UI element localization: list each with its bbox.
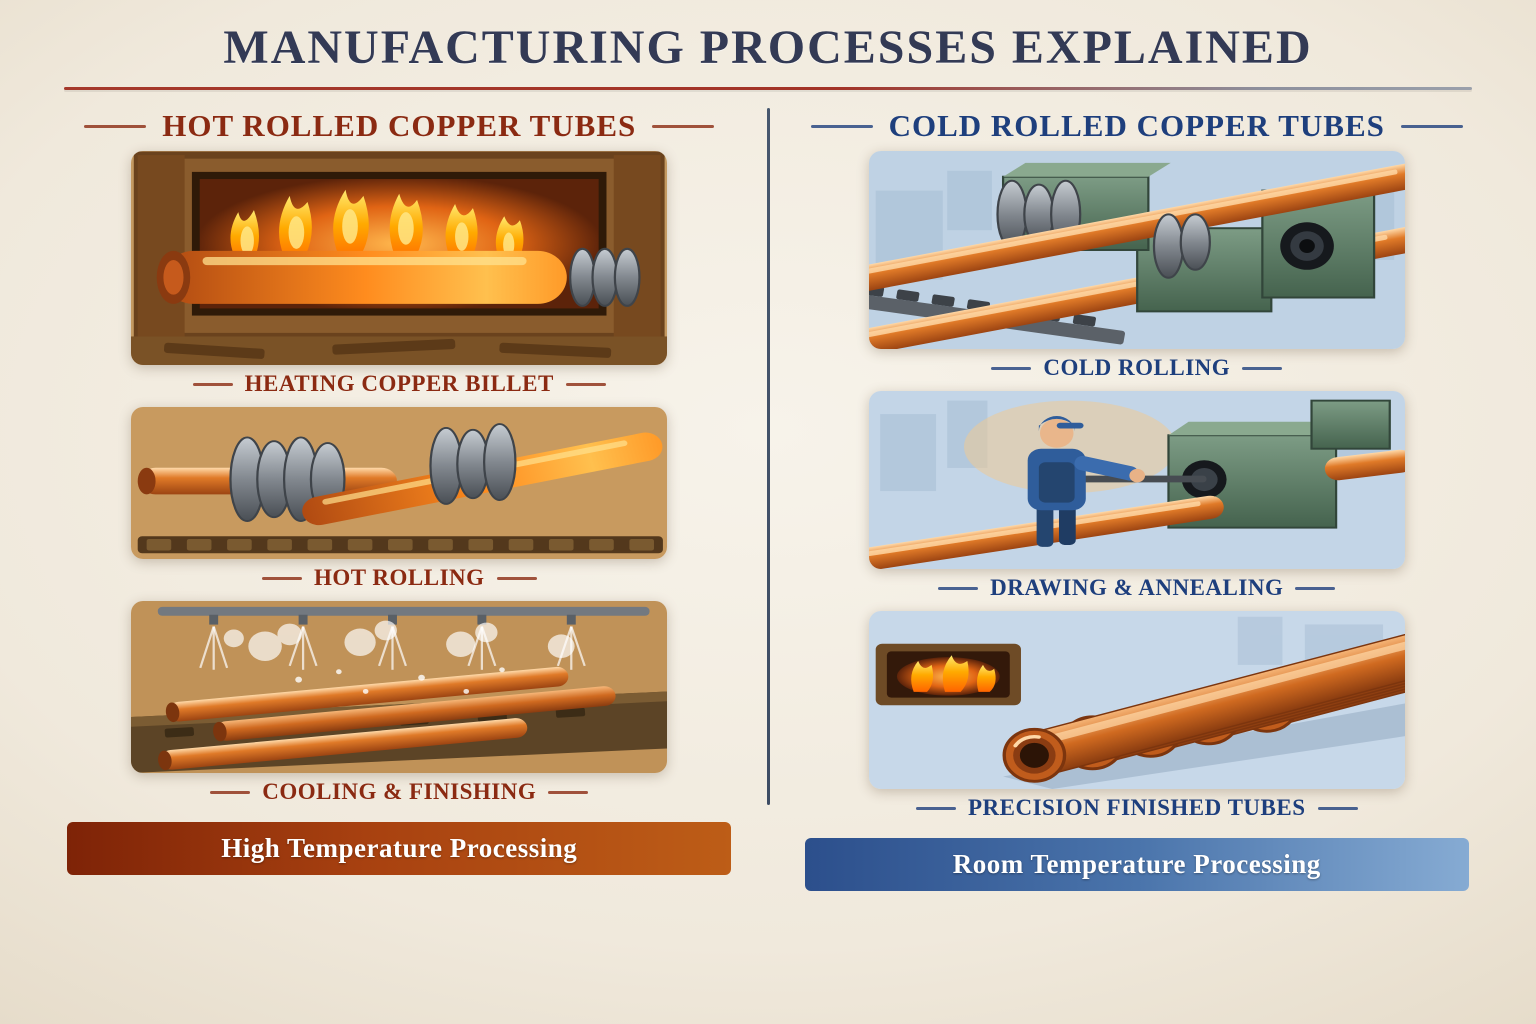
- cold-banner-text: Room Temperature Processing: [952, 849, 1321, 879]
- hot-rolled-column: HOT ROLLED COPPER TUBES: [56, 98, 743, 891]
- cold-column-heading: COLD ROLLED COPPER TUBES: [810, 108, 1463, 144]
- caption-dash: [261, 576, 302, 580]
- comparison-columns: HOT ROLLED COPPER TUBES: [0, 90, 1536, 891]
- step-caption: DRAWING & ANNEALING: [938, 575, 1336, 601]
- finished-tubes-illustration: [868, 611, 1405, 789]
- cold-rolled-column: COLD ROLLED COPPER TUBES: [794, 98, 1481, 891]
- title-underline-rule: [64, 87, 1472, 90]
- step-caption-text: HOT ROLLING: [313, 565, 485, 590]
- caption-dash: [565, 382, 606, 386]
- cooling-finishing-illustration: [131, 601, 668, 773]
- column-divider: [766, 108, 770, 805]
- caption-dash: [1242, 366, 1283, 370]
- step-caption-text: COLD ROLLING: [1043, 355, 1231, 380]
- caption-dash: [1295, 586, 1336, 590]
- caption-dash: [192, 382, 233, 386]
- hot-banner-text: High Temperature Processing: [221, 833, 578, 863]
- step-caption-text: COOLING & FINISHING: [262, 779, 537, 804]
- cold-banner: Room Temperature Processing: [804, 838, 1469, 891]
- cold-rolling-illustration: [868, 151, 1405, 349]
- heading-dash: [652, 124, 715, 128]
- caption-dash: [915, 806, 956, 810]
- caption-dash: [496, 576, 537, 580]
- step-caption-text: HEATING COPPER BILLET: [244, 371, 554, 396]
- page-title: MANUFACTURING PROCESSES EXPLAINED: [223, 21, 1313, 74]
- hot-banner: High Temperature Processing: [67, 822, 732, 875]
- heading-dash: [810, 124, 873, 128]
- caption-dash: [938, 586, 979, 590]
- furnace-heating-illustration: [131, 151, 668, 365]
- step-caption: HOT ROLLING: [261, 565, 537, 591]
- caption-dash: [210, 790, 251, 794]
- hot-rolling-illustration: [131, 407, 668, 559]
- caption-dash: [548, 790, 589, 794]
- cold-column-heading-text: COLD ROLLED COPPER TUBES: [888, 108, 1385, 143]
- caption-dash: [991, 366, 1032, 370]
- step-caption: COLD ROLLING: [991, 355, 1283, 381]
- step-caption: HEATING COPPER BILLET: [192, 371, 606, 397]
- heading-dash: [84, 124, 147, 128]
- step-caption: COOLING & FINISHING: [210, 779, 589, 805]
- step-caption-text: PRECISION FINISHED TUBES: [967, 795, 1306, 820]
- step-caption-text: DRAWING & ANNEALING: [990, 575, 1284, 600]
- worker-figure: [1027, 416, 1145, 547]
- hot-column-heading-text: HOT ROLLED COPPER TUBES: [162, 108, 637, 143]
- header: MANUFACTURING PROCESSES EXPLAINED: [0, 0, 1536, 90]
- step-caption: PRECISION FINISHED TUBES: [915, 795, 1358, 821]
- drawing-annealing-illustration: [868, 391, 1405, 569]
- caption-dash: [1317, 806, 1358, 810]
- hot-column-heading: HOT ROLLED COPPER TUBES: [84, 108, 715, 144]
- heading-dash: [1400, 124, 1463, 128]
